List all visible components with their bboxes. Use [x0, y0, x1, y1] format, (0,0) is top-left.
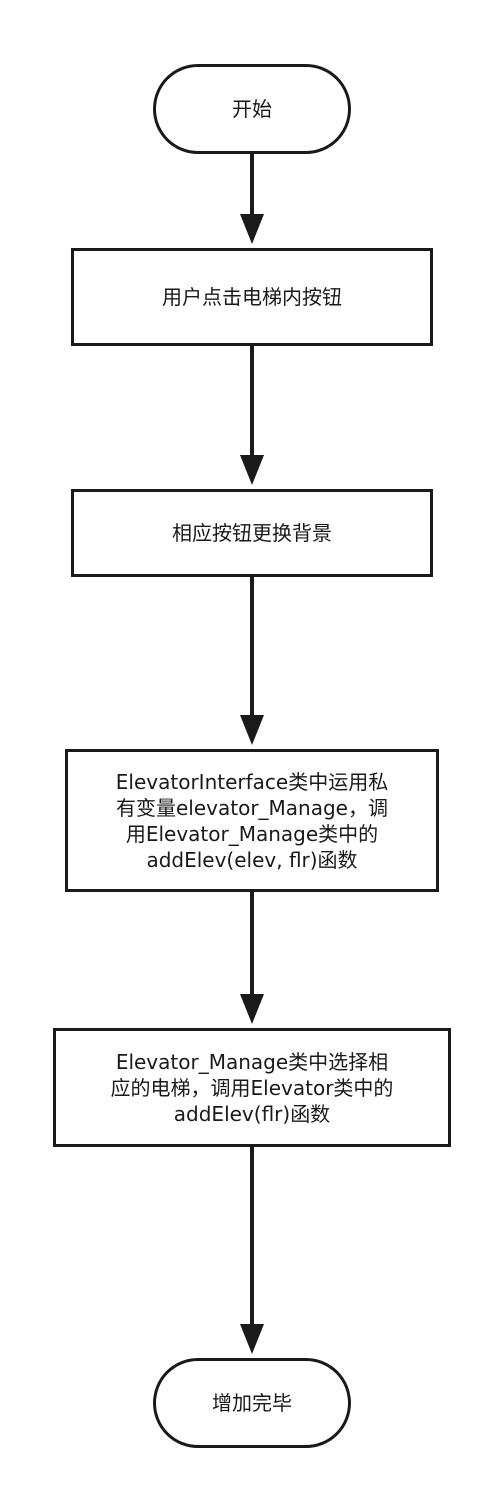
start-label: 开始 — [232, 97, 272, 121]
arrow-step1-to-step2 — [240, 346, 264, 485]
process-box-user-click: 用户点击电梯内按钮 — [71, 248, 433, 346]
process-label-interface-call-line-3: 用Elevator_Manage类中的 — [125, 821, 379, 846]
start-terminal: 开始 — [153, 64, 351, 154]
process-label-manage-select-line-1: Elevator_Manage类中选择相 — [115, 1049, 389, 1074]
arrow-step2-to-step3 — [240, 577, 264, 745]
process-box-button-background: 相应按钮更换背景 — [71, 489, 433, 577]
process-box-manage-select: Elevator_Manage类中选择相 应的电梯，调用Elevator类中的 … — [53, 1028, 451, 1147]
process-label-interface-call-line-1: ElevatorInterface类中运用私 — [115, 769, 389, 794]
process-label-interface-call-line-4: addElev(elev, flr)函数 — [146, 847, 358, 872]
arrow-start-to-step1 — [240, 154, 264, 244]
process-label-button-background: 相应按钮更换背景 — [172, 521, 332, 545]
end-terminal: 增加完毕 — [153, 1358, 351, 1448]
process-label-manage-select-line-2: 应的电梯，调用Elevator类中的 — [110, 1075, 394, 1100]
arrow-step4-to-end — [240, 1147, 264, 1354]
process-label-manage-select-line-3: addElev(flr)函数 — [173, 1101, 331, 1126]
end-label: 增加完毕 — [212, 1391, 292, 1415]
process-label-interface-call: ElevatorInterface类中运用私 有变量elevator_Manag… — [116, 769, 388, 873]
process-label-manage-select: Elevator_Manage类中选择相 应的电梯，调用Elevator类中的 … — [111, 1049, 394, 1127]
process-label-user-click: 用户点击电梯内按钮 — [162, 285, 342, 309]
process-box-interface-call: ElevatorInterface类中运用私 有变量elevator_Manag… — [65, 749, 439, 892]
arrow-step3-to-step4 — [240, 892, 264, 1024]
process-label-interface-call-line-2: 有变量elevator_Manage，调 — [115, 795, 388, 820]
